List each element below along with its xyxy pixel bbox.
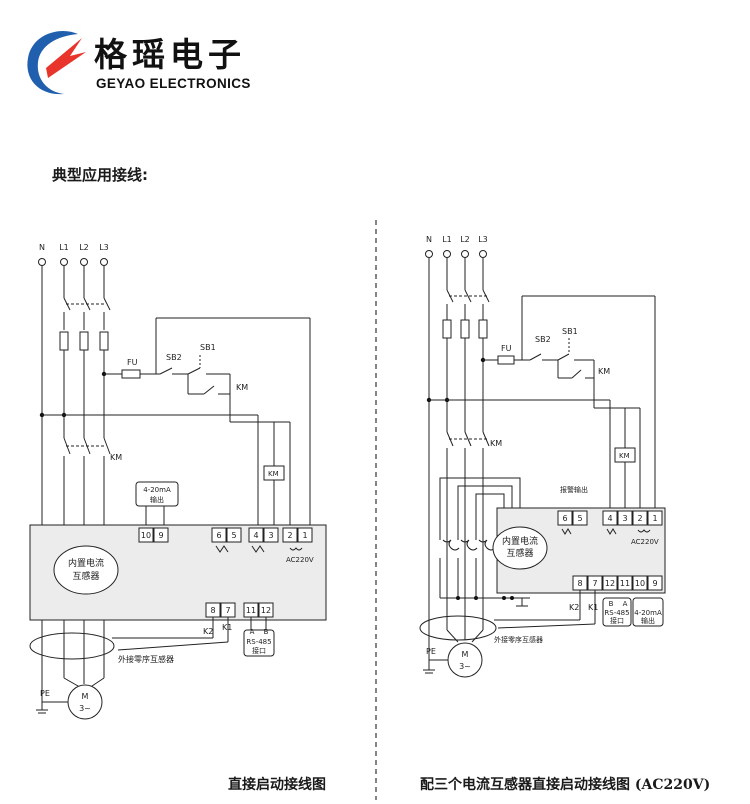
left-terminal-4: 4 bbox=[253, 531, 258, 540]
right-terminal-10: 10 bbox=[635, 579, 645, 588]
right-sb2-label: SB2 bbox=[535, 335, 551, 344]
left-rs-sub: 接口 bbox=[252, 646, 266, 655]
right-rs-a: A bbox=[623, 600, 628, 608]
left-k2-label: K2 bbox=[203, 627, 213, 636]
right-zct-label: 外接零序互感器 bbox=[494, 635, 543, 644]
right-line-n-label: N bbox=[426, 235, 432, 244]
brand-name-en: GEYAO ELECTRONICS bbox=[96, 76, 251, 91]
left-km-aux-label: KM bbox=[236, 383, 248, 392]
wiring-diagrams-svg: .w { stroke:#222; stroke-width:1; fill:n… bbox=[29, 220, 666, 800]
left-terminal-3: 3 bbox=[268, 531, 273, 540]
wiring-diagrams: .w { stroke:#222; stroke-width:1; fill:n… bbox=[0, 210, 750, 800]
left-motor-phase: 3~ bbox=[79, 704, 91, 713]
right-diagram: N L1 L2 L3 KM bbox=[419, 235, 666, 678]
left-rs-a: A bbox=[250, 628, 255, 636]
right-terminal-5: 5 bbox=[577, 514, 582, 523]
left-line-l2-label: L2 bbox=[79, 243, 89, 252]
left-km-main-label: KM bbox=[110, 453, 122, 462]
left-analog-output: 4-20mA 输出 bbox=[135, 481, 179, 528]
right-out-title: 4-20mA bbox=[634, 609, 662, 617]
geyao-logo-icon bbox=[27, 31, 86, 95]
left-line-terminals bbox=[38, 258, 108, 266]
left-ct-line1: 内置电流 bbox=[68, 557, 104, 569]
right-fu-label: FU bbox=[501, 344, 512, 353]
left-terminal-12: 12 bbox=[261, 606, 271, 615]
brand-name-cn: 格瑶电子 bbox=[94, 35, 246, 74]
right-bottom-wiring: K2 K1 外接零序互感器 B A RS-485 接口 4-20mA 输出 bbox=[419, 590, 664, 644]
right-terminal-2: 2 bbox=[637, 514, 642, 523]
left-sb2-label: SB2 bbox=[166, 353, 182, 362]
left-line-l1-label: L1 bbox=[59, 243, 69, 252]
left-terminal-11: 11 bbox=[246, 606, 256, 615]
right-terminal-4: 4 bbox=[607, 514, 612, 523]
left-control-circuit: FU SB2 SB1 KM KM bbox=[39, 317, 311, 525]
left-fu-label: FU bbox=[127, 358, 138, 367]
right-caption: 配三个电流互感器直接启动接线图 (AC220V) bbox=[420, 777, 711, 793]
left-k1-label: K1 bbox=[222, 623, 232, 632]
left-terminal-10: 10 bbox=[141, 531, 151, 540]
left-pe-label: PE bbox=[40, 689, 50, 698]
left-sb1-label: SB1 bbox=[200, 343, 216, 352]
right-line-terminals bbox=[425, 250, 487, 258]
left-terminal-9: 9 bbox=[158, 531, 163, 540]
left-line-l3-label: L3 bbox=[99, 243, 109, 252]
right-ct-line1: 内置电流 bbox=[502, 535, 538, 547]
right-protector-device: 6 5 4 3 2 1 AC220V 内置电流 互感器 8 7 12 11 10… bbox=[492, 507, 666, 594]
left-zct-label: 外接零序互感器 bbox=[118, 654, 174, 664]
left-zct-wiring: K2 K1 外接零序互感器 A B RS-485 接口 bbox=[29, 617, 275, 664]
right-motor-m: M bbox=[462, 650, 469, 659]
left-rs-title: RS-485 bbox=[246, 638, 271, 646]
left-terminal-7: 7 bbox=[225, 606, 230, 615]
left-protector-device: 10 9 6 5 4 3 2 1 AC220V 内置电流 互感器 8 7 11 … bbox=[29, 524, 327, 621]
right-terminal-7: 7 bbox=[592, 579, 597, 588]
right-ac-label: AC220V bbox=[631, 538, 659, 546]
left-motor: M 3~ PE bbox=[36, 677, 105, 720]
right-k1-label: K1 bbox=[588, 603, 598, 612]
right-k2-label: K2 bbox=[569, 603, 579, 612]
right-rs-title: RS-485 bbox=[604, 609, 629, 617]
left-rs-b: B bbox=[264, 628, 269, 636]
left-terminal-1: 1 bbox=[302, 531, 307, 540]
right-terminal-9: 9 bbox=[652, 579, 657, 588]
left-terminal-8: 8 bbox=[210, 606, 215, 615]
left-ac-label: AC220V bbox=[286, 556, 314, 564]
left-terminal-5: 5 bbox=[231, 531, 236, 540]
brand-header: 格瑶电子 GEYAO ELECTRONICS bbox=[20, 22, 280, 102]
right-control-circuit: FU SB2 SB1 KM KM bbox=[426, 295, 656, 508]
left-out-sub: 输出 bbox=[150, 495, 164, 504]
right-terminal-8: 8 bbox=[577, 579, 582, 588]
right-line-l1-label: L1 bbox=[442, 235, 452, 244]
right-km-coil-label: KM bbox=[619, 452, 630, 460]
right-power-lines: KM bbox=[428, 258, 530, 630]
right-out-sub: 输出 bbox=[641, 616, 655, 625]
right-km-main-label: KM bbox=[490, 439, 502, 448]
right-alarm-label: 报警输出 bbox=[560, 485, 588, 494]
right-motor-phase: 3~ bbox=[459, 662, 471, 671]
section-title: 典型应用接线: bbox=[52, 166, 148, 184]
left-out-title: 4-20mA bbox=[143, 486, 171, 494]
right-pe-label: PE bbox=[426, 647, 436, 656]
left-power-lines: KM bbox=[41, 266, 122, 678]
right-ct-line2: 互感器 bbox=[506, 547, 533, 559]
left-terminal-2: 2 bbox=[287, 531, 292, 540]
right-rs-b: B bbox=[609, 600, 614, 608]
left-line-n-label: N bbox=[39, 243, 45, 252]
right-line-l3-label: L3 bbox=[478, 235, 488, 244]
right-terminal-1: 1 bbox=[652, 514, 657, 523]
right-rs-sub: 接口 bbox=[610, 616, 624, 625]
right-terminal-11: 11 bbox=[620, 579, 630, 588]
right-terminal-3: 3 bbox=[622, 514, 627, 523]
left-diagram: N L1 L2 L3 KM bbox=[29, 243, 327, 720]
left-motor-m: M bbox=[82, 692, 89, 701]
left-km-coil-label: KM bbox=[268, 470, 279, 478]
right-sb1-label: SB1 bbox=[562, 327, 578, 336]
right-km-aux-label: KM bbox=[598, 367, 610, 376]
right-terminal-6: 6 bbox=[562, 514, 567, 523]
right-motor: M 3~ PE bbox=[423, 629, 484, 678]
left-terminal-6: 6 bbox=[216, 531, 221, 540]
left-caption: 直接启动接线图 bbox=[228, 777, 326, 793]
left-ct-line2: 互感器 bbox=[72, 570, 99, 582]
right-terminal-12: 12 bbox=[605, 579, 615, 588]
right-line-l2-label: L2 bbox=[460, 235, 470, 244]
